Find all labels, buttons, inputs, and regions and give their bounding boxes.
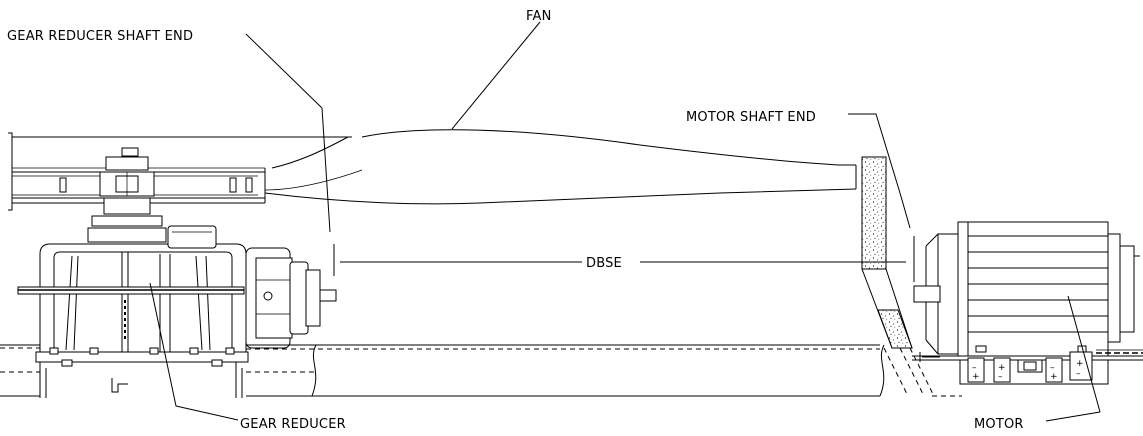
- svg-text:–: –: [1050, 363, 1055, 373]
- fan-label: FAN: [526, 9, 552, 24]
- fan-assembly: [8, 129, 857, 243]
- gear-reducer-shaft-end-label: GEAR REDUCER SHAFT END: [7, 29, 193, 44]
- svg-text:–: –: [972, 363, 977, 373]
- svg-text:+: +: [1050, 372, 1058, 382]
- motor-shaft: [913, 285, 941, 303]
- svg-text:+: +: [998, 363, 1006, 373]
- motor-label: MOTOR: [974, 417, 1024, 432]
- dbse-dimension: [333, 236, 915, 282]
- gear-reducer-label: GEAR REDUCER: [240, 417, 346, 432]
- leader-lines: [149, 21, 1101, 422]
- motor-body: [925, 221, 1140, 357]
- svg-text:+: +: [972, 372, 980, 382]
- svg-text:–: –: [998, 372, 1003, 382]
- svg-text:–: –: [1076, 369, 1081, 379]
- dbse-label: DBSE: [586, 256, 622, 271]
- coupling-guard: [861, 156, 935, 397]
- motor-base: – + + – – + + –: [912, 345, 1143, 385]
- support-structure: [0, 344, 962, 397]
- fan-blade: [12, 129, 857, 205]
- motor-shaft-end-label: MOTOR SHAFT END: [686, 110, 816, 125]
- gear-reducer-body: [17, 225, 249, 398]
- fan-hub-beam: [8, 132, 352, 211]
- fan-hub-spool: [87, 147, 167, 243]
- gear-reducer-output-flange: [245, 247, 321, 349]
- gear-reducer-shaft: [319, 289, 337, 302]
- svg-text:+: +: [1076, 359, 1084, 369]
